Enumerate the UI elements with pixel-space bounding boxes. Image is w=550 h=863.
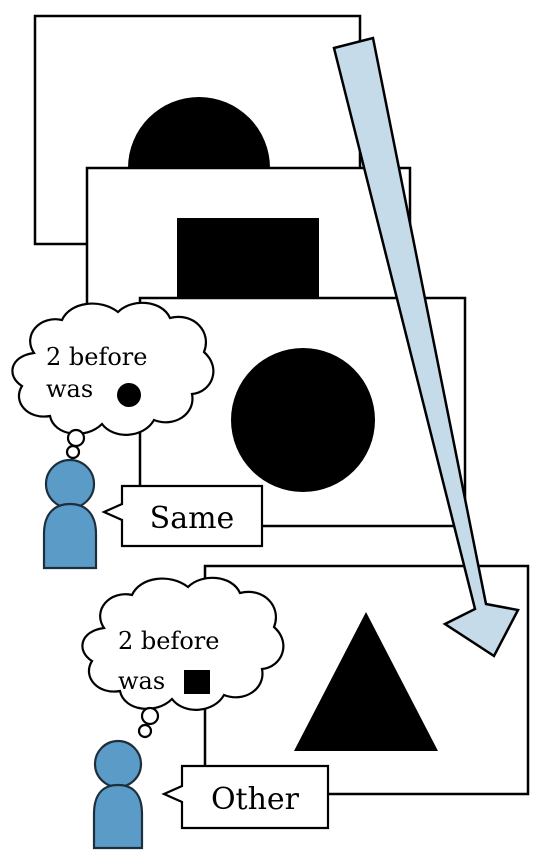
thought-dot-3b: [65, 444, 81, 460]
thought-line1-3: 2 before: [46, 343, 147, 371]
card-4-triangle: [294, 612, 438, 751]
card-1-circle: [128, 97, 270, 168]
participant-step-3: 2 before was Same: [11, 301, 264, 570]
card-3-circle: [231, 348, 375, 492]
card-2-square: [177, 218, 319, 300]
person-body-4: [92, 783, 144, 850]
thought-cloud-3: [11, 301, 215, 436]
person-head-4: [93, 739, 143, 789]
response-other: Other: [211, 782, 300, 817]
recalled-circle-icon: [117, 383, 141, 407]
person-head-3: [44, 458, 96, 510]
speech-bubble-3: [101, 484, 264, 548]
thought-dot-4b: [137, 723, 153, 739]
thought-dot-4a: [140, 706, 160, 726]
thought-dot-3a: [66, 428, 86, 448]
sequence-arrow: [332, 36, 520, 658]
participant-step-4: 2 before was Other: [81, 576, 330, 850]
recalled-square-icon: [184, 670, 210, 694]
thought-line2-3: was: [46, 375, 93, 403]
stimulus-card-2: [85, 166, 412, 320]
response-same: Same: [150, 501, 235, 536]
thought-cloud-4: [81, 576, 285, 711]
person-body-3: [42, 502, 98, 570]
speech-bubble-4: [161, 764, 330, 830]
thought-line2-4: was: [118, 667, 165, 695]
thought-line1-4: 2 before: [118, 627, 219, 655]
